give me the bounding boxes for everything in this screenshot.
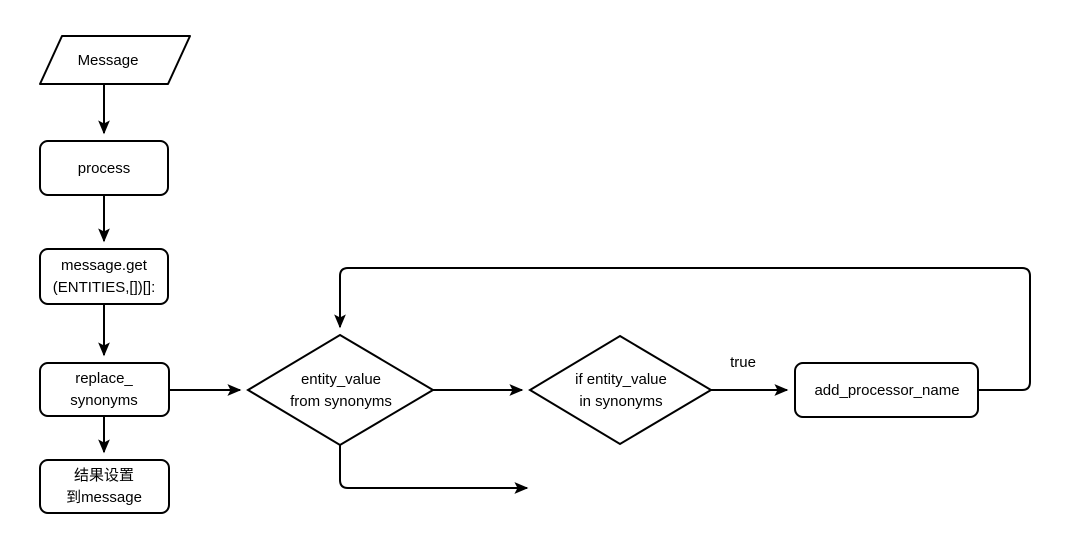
node-replace-synonyms-label-line1: replace_	[75, 370, 133, 387]
node-process-label: process	[78, 160, 131, 177]
edge-label-true: true	[730, 354, 756, 371]
node-entity-value-label-line2: from synonyms	[290, 393, 392, 410]
node-set-result-to-message[interactable]: 结果设置 到message	[39, 459, 170, 514]
edge-add-processor-name-loop-back	[334, 267, 1031, 391]
node-message-get-label-line2: (ENTITIES,[])[]:	[53, 279, 156, 296]
node-replace-synonyms[interactable]: replace_ synonyms	[39, 362, 170, 417]
node-if-entity-value-in-synonyms[interactable]: if entity_value in synonyms	[528, 334, 713, 446]
node-add-processor-name-label: add_processor_name	[814, 382, 959, 399]
node-entity-value-from-synonyms[interactable]: entity_value from synonyms	[246, 333, 435, 447]
node-if-entity-value-label-line2: in synonyms	[579, 393, 662, 410]
node-process[interactable]: process	[39, 140, 169, 196]
node-message[interactable]: Message	[39, 35, 191, 85]
node-message-label: Message	[78, 52, 139, 69]
node-replace-synonyms-label-line2: synonyms	[70, 392, 138, 409]
node-set-result-label-line2: 到message	[66, 489, 142, 506]
node-message-get[interactable]: message.get (ENTITIES,[])[]:	[39, 248, 169, 305]
node-entity-value-label-line1: entity_value	[301, 371, 381, 388]
node-message-get-label-line1: message.get	[61, 257, 148, 274]
node-if-entity-value-label-line1: if entity_value	[575, 371, 667, 388]
node-set-result-label-line1: 结果设置	[74, 467, 134, 484]
node-add-processor-name[interactable]: add_processor_name	[794, 362, 979, 418]
edge-diamond1-exit-bottom	[339, 445, 529, 494]
